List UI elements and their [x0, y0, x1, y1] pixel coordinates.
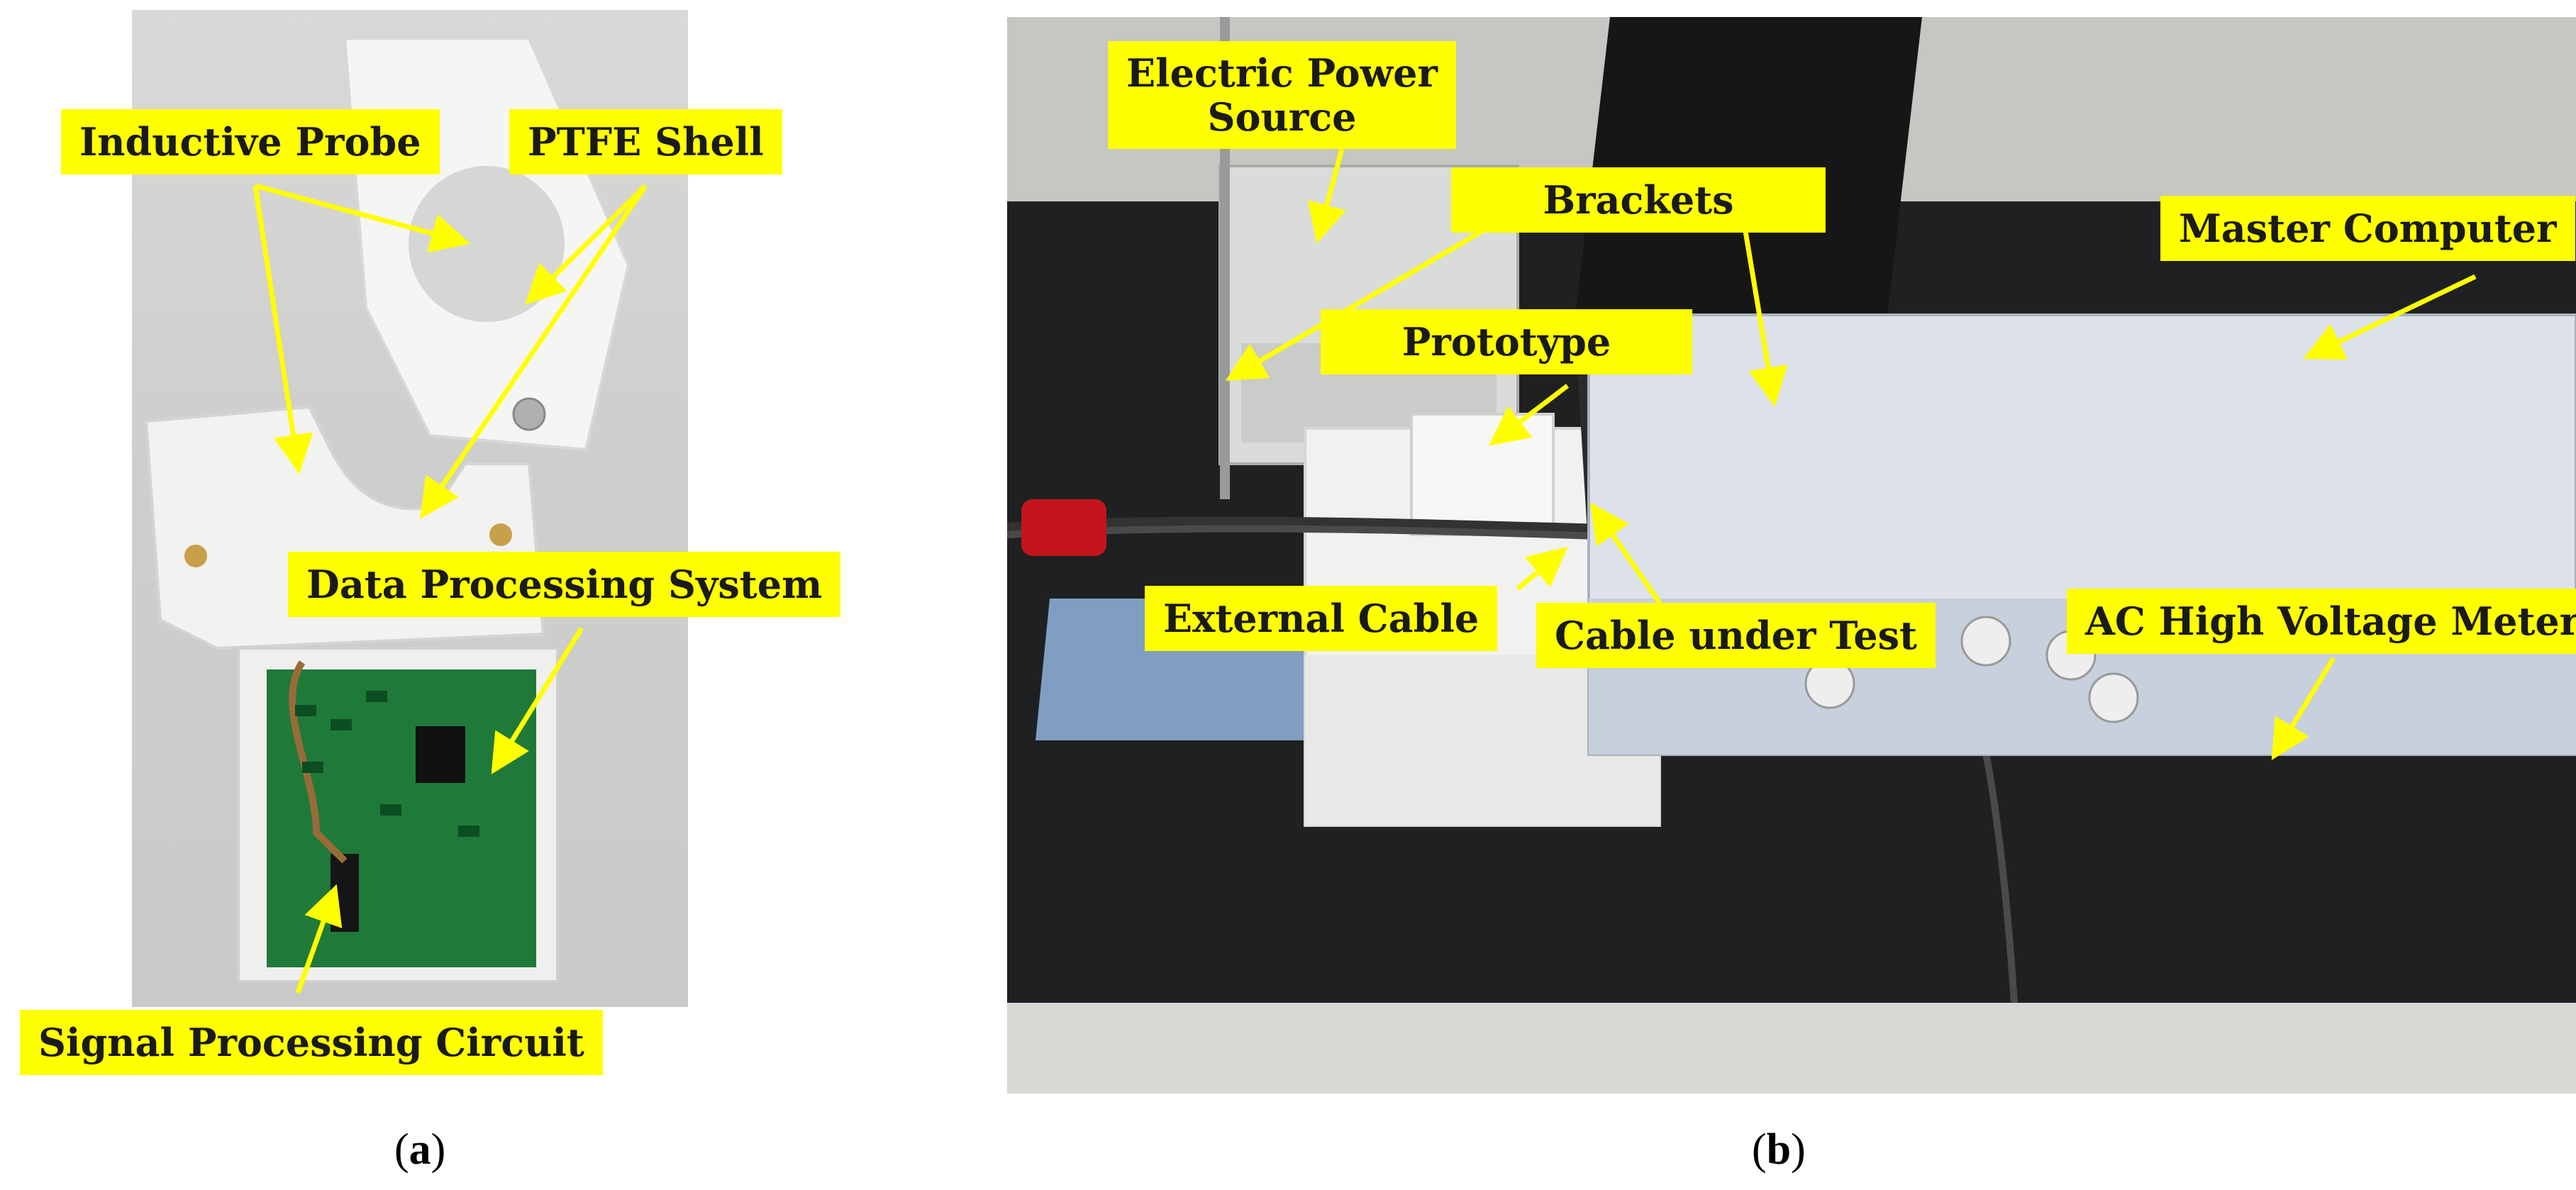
label-cable-under-test: Cable under Test — [1536, 603, 1936, 668]
arrow-prototype — [1488, 384, 1570, 446]
label-prototype: Prototype — [1321, 309, 1692, 374]
brass-insert — [184, 545, 207, 567]
arrow-signal-processing — [295, 884, 343, 994]
arrow-ptfe-shell-1 — [525, 184, 648, 305]
arrow-ptfe-shell-2 — [420, 184, 648, 519]
label-brackets: Brackets — [1451, 167, 1826, 233]
probe-wire — [289, 660, 348, 864]
label-external-cable: External Cable — [1145, 586, 1498, 651]
caption-a-letter: a — [409, 1125, 431, 1174]
label-electric-power-source: Electric Power Source — [1108, 41, 1456, 149]
arrow-power-source — [1307, 148, 1346, 244]
label-signal-processing-circuit: Signal Processing Circuit — [20, 1010, 603, 1075]
red-clip-left — [1021, 499, 1106, 556]
label-ptfe-shell: PTFE Shell — [509, 109, 782, 174]
arrow-inductive-probe-1 — [255, 183, 471, 253]
caption-b-close: ) — [1791, 1125, 1806, 1174]
arrow-inductive-probe-2 — [252, 185, 313, 474]
caption-a-open: ( — [394, 1125, 409, 1174]
bench-front — [1007, 1003, 2576, 1094]
prototype-device — [1410, 413, 1555, 536]
photo-panel-a — [132, 10, 688, 1007]
label-electric-power-source-line2: Source — [1207, 94, 1357, 140]
screw — [512, 397, 546, 431]
caption-b-letter: b — [1766, 1125, 1792, 1174]
brass-insert — [489, 523, 512, 546]
prototype-illustration — [144, 37, 631, 983]
caption-b-open: ( — [1752, 1125, 1767, 1174]
arrow-ac-meter — [2271, 657, 2336, 760]
arrow-brackets-2 — [1742, 226, 1788, 407]
caption-a-close: ) — [431, 1125, 446, 1174]
caption-b: (b) — [1752, 1125, 1806, 1175]
arrow-cable-under-test — [1590, 502, 1662, 604]
pcb-components — [295, 691, 479, 837]
arrow-master-computer — [2303, 274, 2477, 360]
arrow-external-cable — [1516, 547, 1568, 591]
processor-chip — [416, 726, 465, 783]
label-electric-power-source-line1: Electric Power — [1126, 50, 1438, 96]
arrow-data-processing — [491, 627, 584, 774]
label-ac-high-voltage-meter: AC High Voltage Meter — [2067, 589, 2576, 654]
label-data-processing-system: Data Processing System — [288, 552, 841, 617]
arrow-brackets-1 — [1225, 224, 1491, 382]
caption-a: (a) — [394, 1125, 445, 1175]
label-inductive-probe: Inductive Probe — [61, 109, 440, 174]
label-master-computer: Master Computer — [2160, 196, 2575, 261]
